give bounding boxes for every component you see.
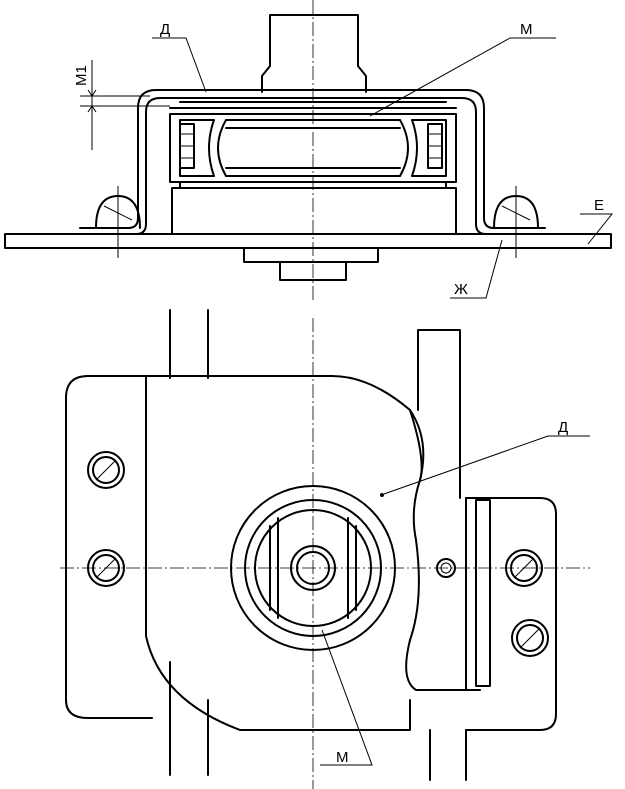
right-top-bolt	[505, 549, 543, 587]
bearing-plate	[169, 101, 457, 109]
bearing-race-right	[399, 119, 409, 177]
bearing-outer-circle	[230, 485, 396, 651]
right-side-bolt	[493, 186, 539, 258]
marker-dot	[380, 493, 384, 497]
leader-top-m	[369, 37, 556, 117]
left-ring-section	[179, 119, 215, 177]
shaft	[261, 14, 367, 93]
hatched-strip	[475, 499, 491, 687]
base-block	[171, 181, 457, 235]
bore-circle	[296, 551, 330, 585]
right-bottom-bolt	[511, 619, 549, 657]
dimension-m1	[80, 60, 170, 150]
left-side-bolt	[95, 186, 141, 258]
label-bottom-m: М	[336, 749, 349, 766]
leader-top-zh	[450, 239, 503, 299]
label-top-zh: Ж	[454, 281, 468, 298]
leader-top-e	[580, 213, 614, 245]
bearing-race-left	[217, 119, 227, 177]
leader-bottom-m	[320, 629, 373, 766]
torn-edge	[405, 409, 481, 691]
leader-top-d	[152, 37, 207, 93]
bearing-inner-circle	[254, 509, 372, 627]
right-clamp-plate	[465, 497, 557, 731]
hub-bottom	[243, 247, 379, 281]
bearing-ring-lines	[269, 517, 357, 619]
bearing-mid-circle	[244, 499, 382, 637]
plan-view	[60, 309, 590, 789]
bearing-inner-ring	[225, 119, 401, 177]
label-top-m: М	[520, 21, 533, 38]
shaft-circle	[290, 545, 336, 591]
label-top-d: Д	[160, 21, 170, 38]
label-top-m1: М1	[73, 65, 90, 86]
housing-inner	[79, 97, 546, 235]
base-plate	[4, 233, 612, 249]
section-view	[4, 0, 614, 300]
housing-outer	[79, 89, 546, 229]
bearing-outer-ring	[169, 113, 457, 183]
label-bottom-d: Д	[558, 419, 568, 436]
small-pin	[436, 558, 456, 578]
leader-bottom-d	[383, 435, 590, 495]
right-rod	[417, 329, 467, 781]
left-bottom-bolt	[87, 549, 125, 587]
left-top-bolt	[87, 451, 125, 489]
left-rod	[169, 309, 209, 776]
right-ring-section	[411, 119, 447, 177]
label-top-e: Е	[594, 197, 604, 214]
